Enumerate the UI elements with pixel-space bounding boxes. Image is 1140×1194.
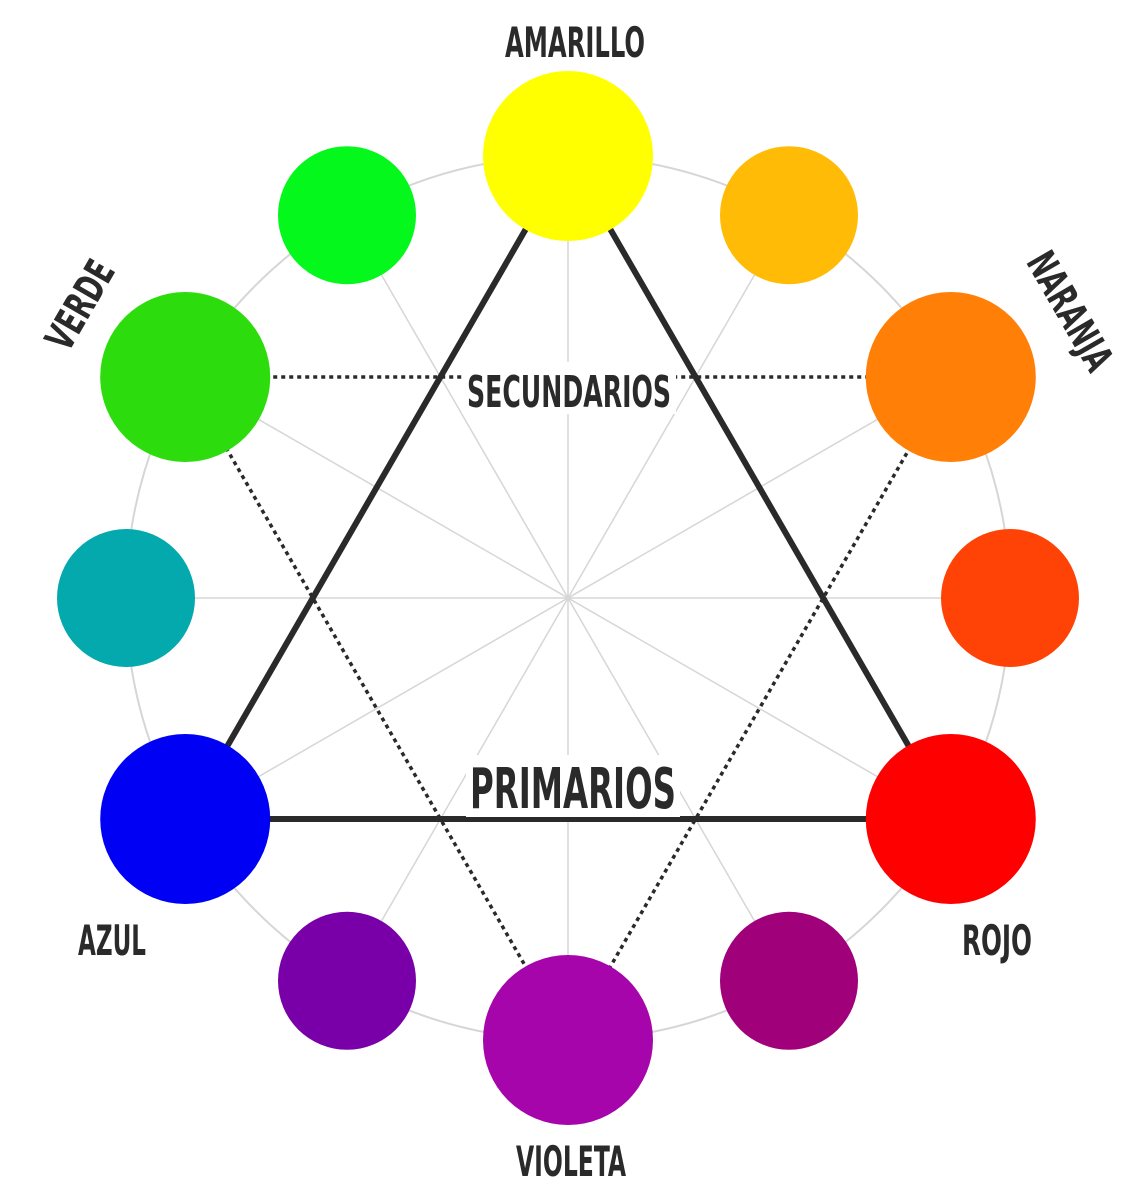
primary-triangle-edge bbox=[565, 153, 954, 822]
color-dot-blue-violet bbox=[278, 911, 416, 1050]
secondary-caption-bg bbox=[462, 362, 676, 414]
color-dot-violet bbox=[483, 955, 653, 1125]
color-dot-blue bbox=[100, 734, 271, 904]
color-dot-yellow-orange bbox=[720, 146, 858, 285]
primary-triangle bbox=[182, 153, 954, 822]
color-dot-green bbox=[100, 292, 271, 462]
primary-triangle-edge bbox=[182, 153, 571, 822]
color-dot-red bbox=[865, 734, 1036, 904]
guide-lines bbox=[125, 155, 1011, 1041]
color-dots bbox=[57, 71, 1079, 1125]
color-dot-blue-green bbox=[57, 529, 195, 667]
secondary-caption: SECUNDARIOS bbox=[467, 367, 671, 418]
label-azul: AZUL bbox=[78, 916, 146, 965]
color-dot-orange bbox=[865, 292, 1036, 462]
color-dot-red-violet bbox=[720, 911, 858, 1050]
color-dot-yellow-green bbox=[278, 146, 416, 285]
guide-spoke bbox=[346, 214, 790, 982]
color-dot-yellow bbox=[483, 71, 653, 241]
primary-caption: PRIMARIOS bbox=[470, 757, 676, 822]
label-amarillo: AMARILLO bbox=[505, 18, 645, 67]
color-dot-red-orange bbox=[941, 529, 1079, 667]
label-rojo: ROJO bbox=[962, 916, 1032, 965]
primary-caption-bg bbox=[466, 755, 680, 817]
label-violeta: VIOLETA bbox=[516, 1137, 626, 1186]
